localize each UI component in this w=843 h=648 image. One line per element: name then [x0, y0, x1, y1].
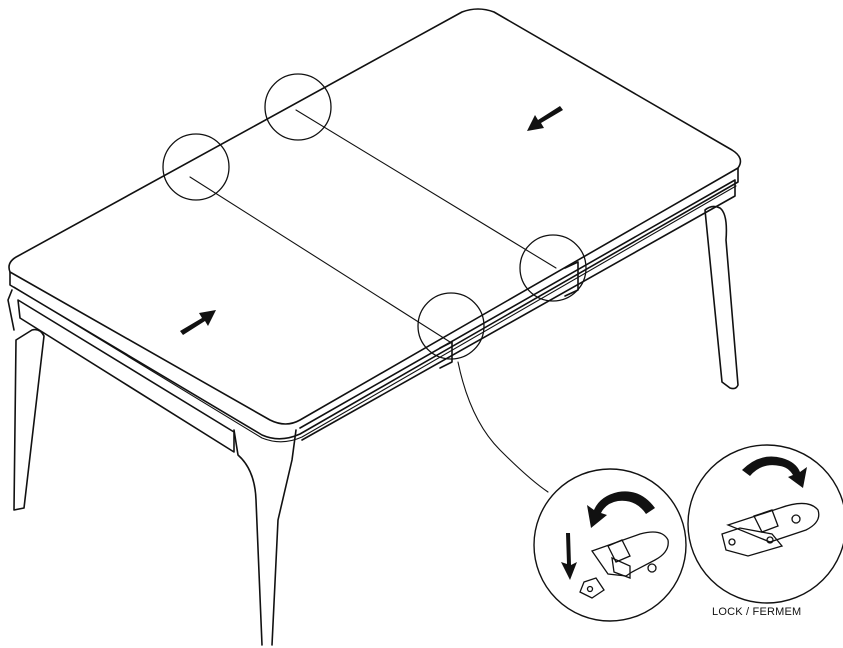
table-top [8, 8, 742, 443]
lock-detail [687, 444, 843, 604]
unlock-detail [533, 468, 687, 622]
arrow-icon [527, 106, 563, 131]
arrow-icon [180, 310, 216, 335]
table-apron [17, 179, 736, 453]
seam-markers [162, 73, 587, 360]
callout-leader [457, 361, 549, 493]
latch-icon [721, 502, 820, 557]
arrow-icon [561, 533, 577, 580]
table-legs [7, 205, 739, 646]
curved-arrow-icon [742, 456, 807, 488]
latch-icon [579, 531, 669, 599]
lock-caption: LOCK / FERMEM [712, 606, 802, 618]
curved-arrow-icon [587, 491, 655, 528]
